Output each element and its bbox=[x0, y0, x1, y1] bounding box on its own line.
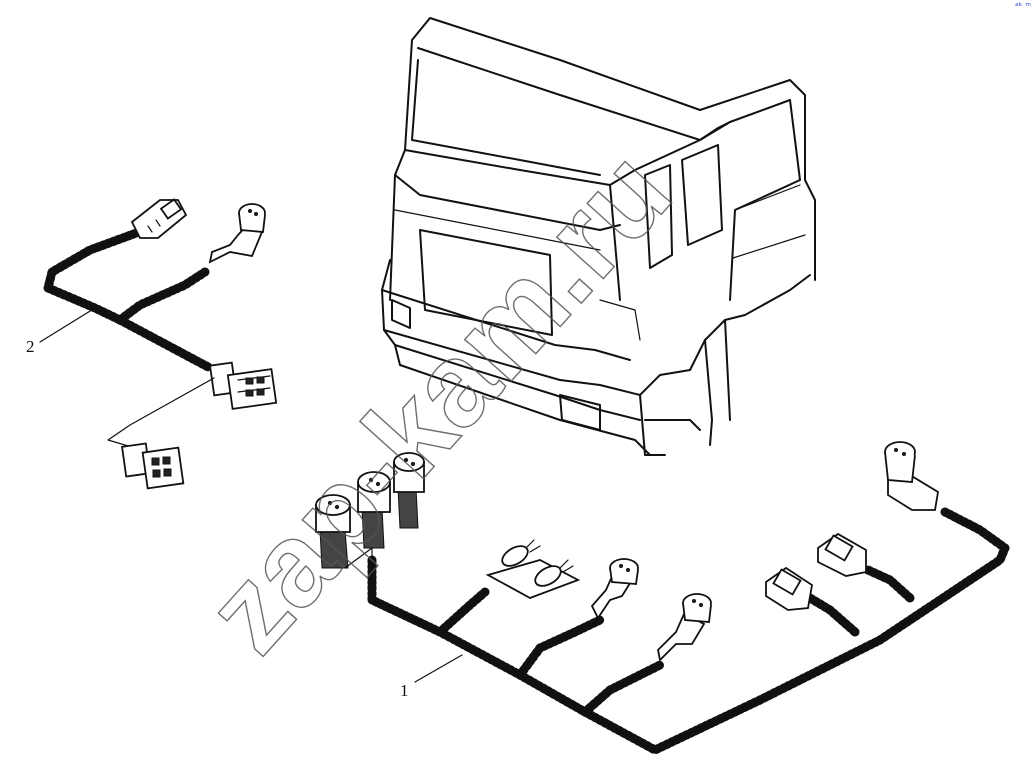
truck-cab bbox=[381, 17, 816, 456]
wiring-harness-1: 1 bbox=[315, 441, 1010, 755]
relay-module bbox=[485, 539, 581, 599]
connector-multipin-upper bbox=[209, 361, 278, 410]
connector-plug-d bbox=[817, 532, 867, 577]
connector-plug-c bbox=[765, 566, 813, 611]
callout-label-2: 2 bbox=[26, 337, 35, 356]
callout-label-1: 1 bbox=[400, 681, 409, 700]
connector-plug-small bbox=[130, 198, 188, 239]
connector-round-elbow bbox=[208, 203, 266, 264]
connector-round-elbow-b bbox=[657, 593, 712, 662]
connector-round-cluster bbox=[315, 452, 425, 569]
connector-multipin-lower bbox=[121, 442, 185, 490]
corner-logo: ᵃᵏ ᵐ bbox=[1015, 2, 1031, 12]
connector-round-elbow-e bbox=[884, 441, 939, 511]
connector-round-elbow-a bbox=[590, 558, 639, 620]
wiring-harness-2: 2 bbox=[26, 198, 278, 490]
